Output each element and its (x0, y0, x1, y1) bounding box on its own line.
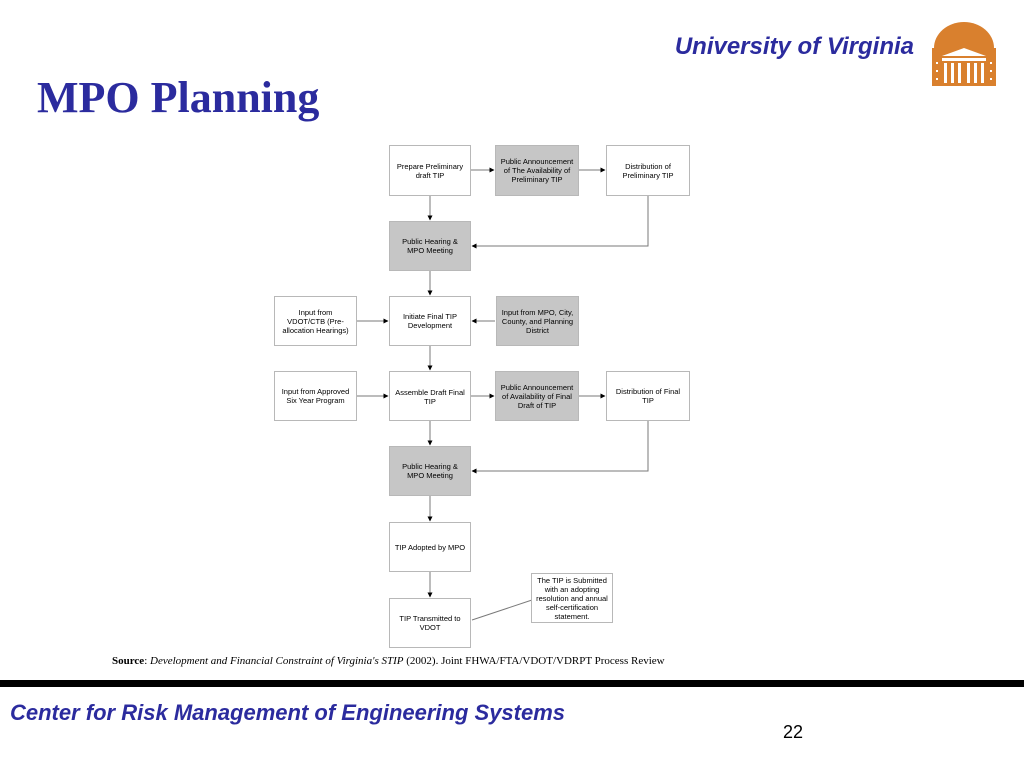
footer-divider (0, 680, 1024, 687)
node-input-vdot-ctb: Input from VDOT/CTB (Pre-allocation Hear… (274, 296, 357, 346)
node-distribute-preliminary: Distribution of Preliminary TIP (606, 145, 690, 196)
node-input-six-year: Input from Approved Six Year Program (274, 371, 357, 421)
node-tip-adopted: TIP Adopted by MPO (389, 522, 471, 572)
node-hearing-1: Public Hearing & MPO Meeting (389, 221, 471, 271)
node-distribute-final: Distribution of Final TIP (606, 371, 690, 421)
source-label: Source (112, 655, 145, 667)
source-work-title: Development and Financial Constraint of … (150, 655, 404, 667)
connector-distribute-final-to-hearing2 (471, 421, 649, 474)
source-details: (2002). Joint FHWA/FTA/VDOT/VDRPT Proces… (403, 655, 665, 667)
node-initiate-final: Initiate Final TIP Development (389, 296, 471, 346)
connector-distribute-to-hearing1 (471, 196, 649, 249)
university-name: University of Virginia (674, 33, 914, 60)
page-title: MPO Planning (37, 73, 320, 122)
connector-note-to-transmitted (471, 597, 539, 621)
source-separator: : (144, 655, 150, 667)
node-hearing-2: Public Hearing & MPO Meeting (389, 446, 471, 496)
node-input-mpo-city: Input from MPO, City, County, and Planni… (496, 296, 579, 346)
node-announce-preliminary: Public Announcement of The Availability … (495, 145, 579, 196)
source-citation: Source: Development and Financial Constr… (112, 655, 665, 667)
node-submission-note: The TIP is Submitted with an adopting re… (531, 573, 613, 623)
node-prepare-draft: Prepare Preliminary draft TIP (389, 145, 471, 196)
node-announce-final: Public Announcement of Availability of F… (495, 371, 579, 421)
footer-center-name: Center for Risk Management of Engineerin… (10, 700, 566, 725)
node-assemble-final: Assemble Draft Final TIP (389, 371, 471, 421)
node-tip-transmitted: TIP Transmitted to VDOT (389, 598, 471, 648)
page-number: 22 (783, 722, 804, 742)
rotunda-logo-icon (932, 22, 996, 86)
